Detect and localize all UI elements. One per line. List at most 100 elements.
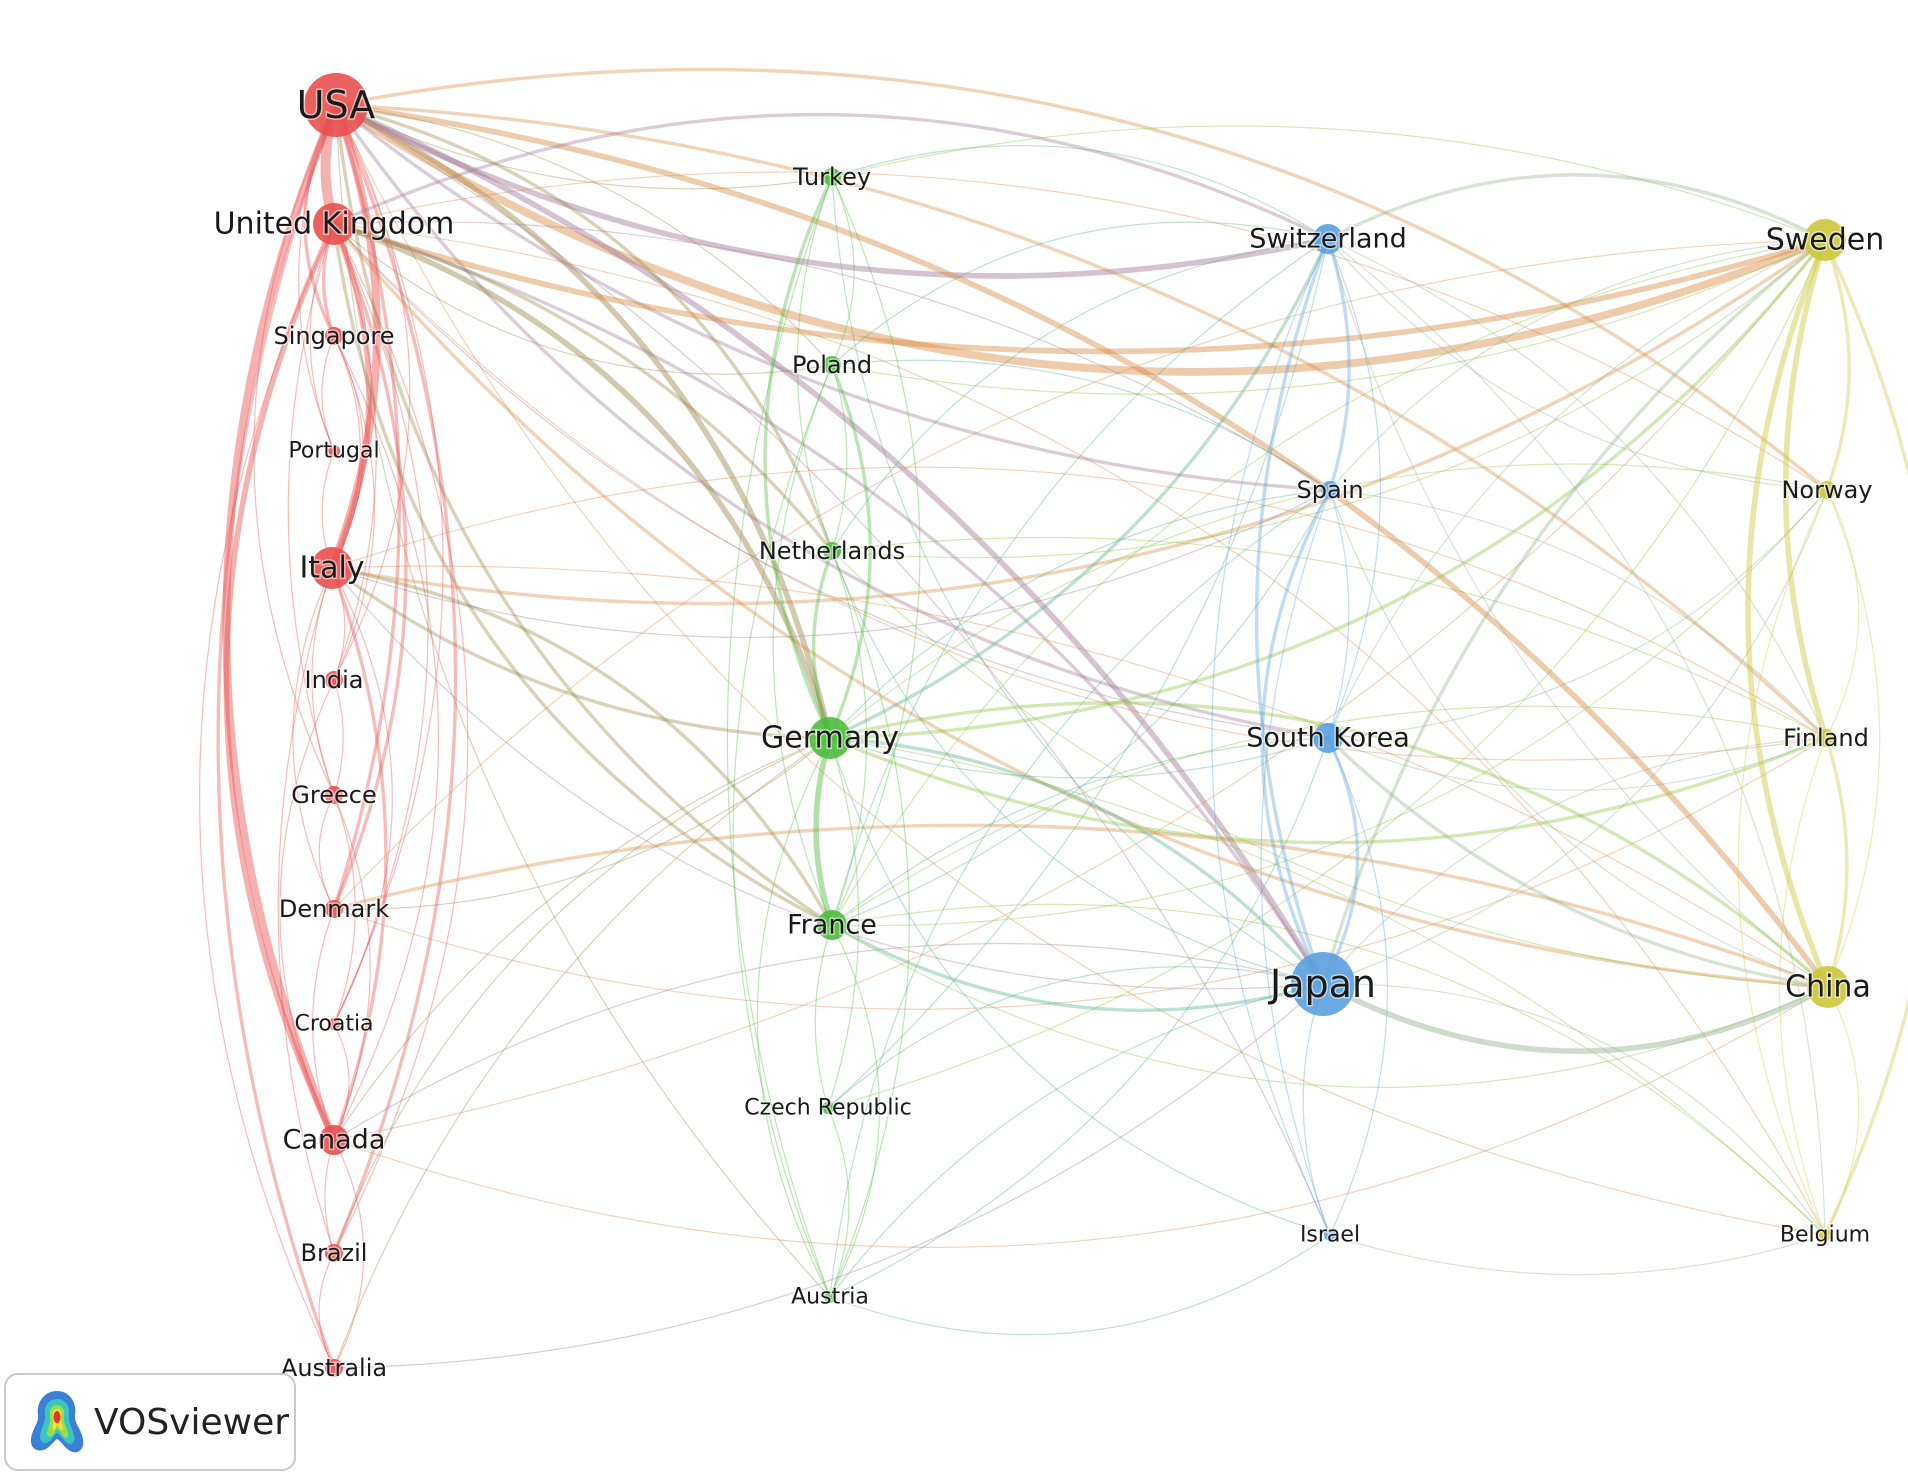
node-Canada[interactable] bbox=[319, 1125, 349, 1155]
node-Israel[interactable] bbox=[1324, 1229, 1336, 1241]
node-CzechRepublic[interactable] bbox=[822, 1102, 834, 1114]
link-Finland-China bbox=[1824, 736, 1849, 989]
link-Netherlands-Austria bbox=[829, 550, 910, 1298]
link-Canada-China bbox=[333, 986, 1829, 1248]
node-Australia[interactable] bbox=[325, 1359, 343, 1377]
link-Singapore-Italy bbox=[331, 335, 361, 569]
node-Sweden[interactable] bbox=[1804, 219, 1846, 261]
link-USA-Denmark bbox=[332, 103, 401, 911]
node-Norway[interactable] bbox=[1818, 481, 1836, 499]
link-France-Poland bbox=[772, 364, 833, 926]
node-Austria[interactable] bbox=[824, 1291, 836, 1303]
node-SouthKorea[interactable] bbox=[1313, 723, 1343, 753]
node-USA[interactable] bbox=[304, 73, 368, 137]
node-France[interactable] bbox=[817, 910, 847, 940]
node-label-Turkey: Turkey bbox=[792, 163, 871, 191]
link-Italy-Croatia bbox=[331, 567, 393, 1025]
link-USA-China bbox=[333, 102, 1831, 990]
link-USA-Japan bbox=[333, 102, 1326, 987]
node-Spain[interactable] bbox=[1321, 481, 1339, 499]
node-Finland[interactable] bbox=[1817, 729, 1835, 747]
link-UK-India bbox=[333, 223, 377, 681]
node-China[interactable] bbox=[1807, 966, 1849, 1008]
link-Italy-Greece bbox=[311, 567, 335, 796]
link-Norway-China bbox=[1826, 489, 1881, 988]
link-CzechRepublic-Switzerland bbox=[827, 238, 1329, 1109]
link-Germany-Spain bbox=[829, 489, 1331, 739]
link-Netherlands-China bbox=[831, 550, 1829, 988]
node-Belgium[interactable] bbox=[1819, 1229, 1831, 1241]
node-Denmark[interactable] bbox=[325, 900, 343, 918]
link-Netherlands-Turkey bbox=[796, 176, 833, 552]
node-Poland[interactable] bbox=[823, 356, 841, 374]
link-Spain-Finland bbox=[1329, 489, 1827, 739]
link-France-China bbox=[831, 924, 1829, 1088]
link-USA-Spain bbox=[334, 103, 1332, 492]
node-label-Poland: Poland bbox=[792, 351, 872, 379]
link-Greece-Croatia bbox=[333, 794, 356, 1025]
link-UK-Finland bbox=[333, 223, 1827, 761]
link-France-Spain bbox=[831, 489, 1331, 926]
link-Switzerland-Finland bbox=[1327, 238, 1827, 739]
link-Finland-Belgium bbox=[1779, 737, 1827, 1236]
link-Germany-Sweden bbox=[828, 238, 1827, 740]
link-Brazil-Germany bbox=[333, 737, 831, 1254]
link-France-Turkey bbox=[831, 176, 921, 926]
link-Japan-Sweden bbox=[1321, 238, 1827, 986]
node-label-Belgium: Belgium bbox=[1780, 1223, 1870, 1248]
node-label-Australia: Australia bbox=[281, 1354, 387, 1382]
link-Germany-Norway bbox=[829, 463, 1828, 739]
link-Austria-SouthKorea bbox=[829, 737, 1329, 1298]
node-Greece[interactable] bbox=[325, 786, 343, 804]
link-USA-Finland bbox=[334, 103, 1828, 740]
node-Turkey[interactable] bbox=[823, 168, 841, 186]
node-label-Sweden: Sweden bbox=[1766, 223, 1885, 258]
node-label-Finland: Finland bbox=[1783, 724, 1869, 752]
link-Italy-Finland bbox=[331, 466, 1827, 739]
link-Poland-Turkey bbox=[831, 176, 855, 366]
node-UK[interactable] bbox=[313, 203, 355, 245]
link-Switzerland-Norway bbox=[1327, 238, 1828, 491]
link-USA-Australia bbox=[216, 103, 338, 1370]
node-label-India: India bbox=[305, 666, 364, 694]
link-Japan-Norway bbox=[1322, 489, 1828, 985]
node-label-SouthKorea: South Korea bbox=[1246, 723, 1410, 754]
link-USA-Israel bbox=[335, 104, 1331, 1236]
node-Portugal[interactable] bbox=[328, 445, 340, 457]
node-Italy[interactable] bbox=[311, 547, 353, 589]
link-USA-Brazil bbox=[332, 103, 458, 1255]
node-Singapore[interactable] bbox=[325, 327, 343, 345]
link-USA-France bbox=[334, 103, 834, 927]
node-Switzerland[interactable] bbox=[1313, 224, 1343, 254]
node-label-France: France bbox=[787, 910, 877, 941]
node-Netherlands[interactable] bbox=[823, 542, 841, 560]
link-Denmark-Sweden bbox=[333, 239, 1826, 910]
link-Italy-China bbox=[331, 565, 1829, 988]
node-India[interactable] bbox=[325, 671, 343, 689]
link-Canada-Germany bbox=[333, 737, 831, 1141]
link-Switzerland-Sweden bbox=[1326, 173, 1827, 242]
link-Sweden-Norway bbox=[1823, 238, 1851, 492]
link-USA-Switzerland bbox=[333, 102, 1331, 279]
link-Germany-Turkey bbox=[763, 175, 834, 740]
link-Austria-Japan bbox=[829, 983, 1324, 1298]
link-Turkey-Austria bbox=[726, 176, 833, 1298]
vosviewer-label: VOSviewer bbox=[94, 1401, 290, 1443]
link-Germany-Netherlands bbox=[812, 549, 834, 740]
link-UK-Netherlands bbox=[332, 222, 834, 553]
node-label-Italy: Italy bbox=[299, 551, 364, 586]
link-France-Netherlands bbox=[831, 550, 868, 926]
node-Croatia[interactable] bbox=[328, 1018, 340, 1030]
node-Japan[interactable] bbox=[1291, 952, 1355, 1016]
link-France-Japan bbox=[830, 923, 1325, 1012]
node-label-Netherlands: Netherlands bbox=[759, 537, 905, 565]
link-layer bbox=[199, 67, 1908, 1370]
link-Singapore-Portugal bbox=[321, 335, 335, 452]
link-Italy-Germany bbox=[330, 566, 832, 740]
link-France-CzechRepublic bbox=[814, 924, 833, 1109]
link-France-Austria bbox=[829, 924, 880, 1298]
link-USA-Austria bbox=[335, 104, 831, 1298]
node-Brazil[interactable] bbox=[325, 1244, 343, 1262]
node-Germany[interactable] bbox=[809, 717, 851, 759]
